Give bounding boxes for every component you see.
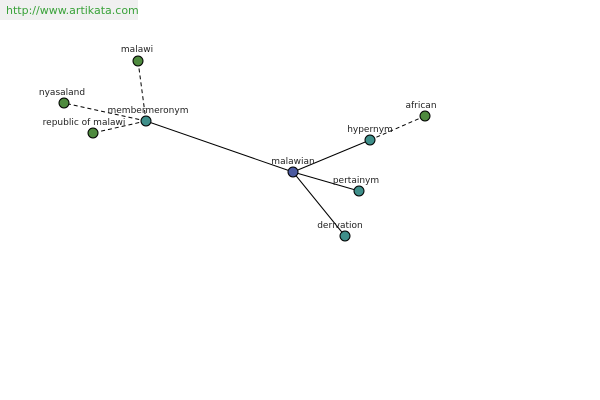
edge-malawian-membermeronym bbox=[145, 120, 294, 173]
node-nyasaland[interactable] bbox=[58, 97, 70, 109]
edge-malawian-derivation bbox=[292, 171, 346, 237]
watermark-banner: http://www.artikata.com bbox=[0, 0, 139, 20]
watermark-link[interactable]: http://www.artikata.com bbox=[6, 4, 139, 17]
label-african: african bbox=[405, 101, 436, 111]
edge-malawian-pertainym bbox=[292, 171, 360, 192]
node-malawi[interactable] bbox=[132, 55, 144, 67]
label-hypernym: hypernym bbox=[347, 125, 393, 135]
label-malawian: malawian bbox=[271, 157, 314, 167]
label-nyasaland: nyasaland bbox=[39, 88, 85, 98]
label-malawi: malawi bbox=[121, 45, 153, 55]
label-derivation: derivation bbox=[317, 221, 363, 231]
node-african[interactable] bbox=[419, 110, 431, 122]
edge-malawian-hypernym bbox=[292, 139, 371, 173]
node-malawian[interactable] bbox=[287, 166, 299, 178]
node-derivation[interactable] bbox=[339, 230, 351, 242]
edge-membermeronym-malawi bbox=[137, 60, 147, 122]
node-membermeronym[interactable] bbox=[140, 115, 152, 127]
label-republic-of-malawi: republic of malawi bbox=[43, 118, 126, 128]
node-republic-of-malawi[interactable] bbox=[87, 127, 99, 139]
node-pertainym[interactable] bbox=[353, 185, 365, 197]
edge-hypernym-african bbox=[369, 115, 426, 141]
label-membermeronym: membermeronym bbox=[108, 106, 189, 116]
edge-membermeronym-republic-of-malawi bbox=[92, 120, 147, 134]
label-pertainym: pertainym bbox=[333, 176, 379, 186]
node-hypernym[interactable] bbox=[364, 134, 376, 146]
